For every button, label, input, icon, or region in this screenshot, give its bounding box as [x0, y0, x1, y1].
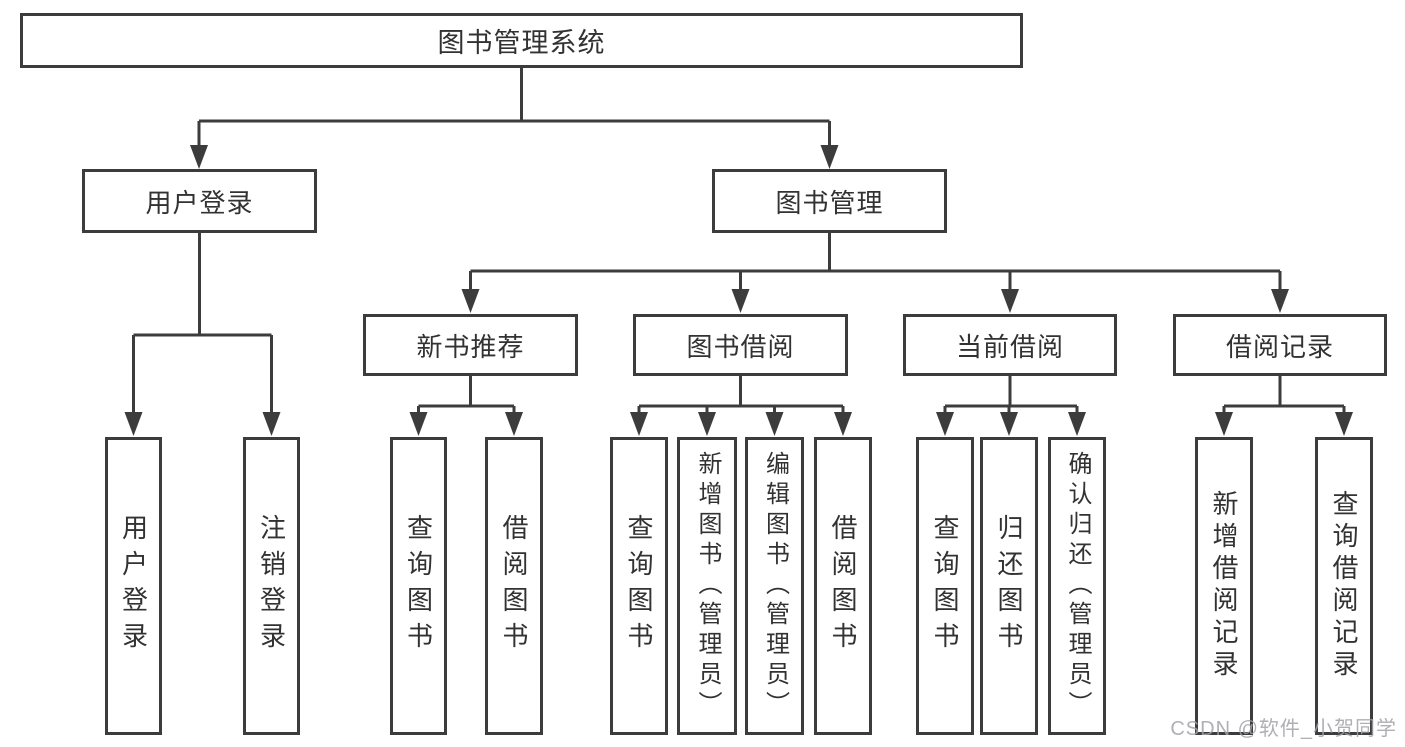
leaf-query-books-1: 查询图书 [390, 437, 447, 735]
leaf-borrow-books-1: 借阅图书 [485, 437, 543, 735]
node-label: 图书管理 [775, 187, 884, 218]
leaf-add-book-admin: 新增图书（管理员） [677, 437, 737, 735]
node-label: 查询图书 [930, 514, 960, 658]
node-label: 新增借阅记录 [1209, 490, 1239, 682]
leaf-query-books-3: 查询图书 [916, 437, 974, 735]
node-label: 归还图书 [994, 514, 1024, 658]
node-user-login: 用户登录 [82, 169, 317, 233]
leaf-confirm-return-admin: 确认归还（管理员） [1048, 437, 1106, 735]
node-label: 用户登录 [145, 187, 254, 218]
leaf-borrow-books-2: 借阅图书 [814, 437, 872, 735]
node-book-borrow: 图书借阅 [633, 314, 848, 376]
leaf-logout: 注销登录 [243, 437, 300, 735]
node-book-management: 图书管理 [712, 169, 947, 233]
node-label: 图书借阅 [686, 331, 795, 362]
node-borrow-records: 借阅记录 [1173, 314, 1387, 376]
node-label: 借阅记录 [1225, 331, 1334, 362]
csdn-watermark: CSDN @软件_小贺同学 [1170, 718, 1397, 740]
node-label: 新增图书（管理员） [694, 451, 721, 721]
node-label: 新书推荐 [416, 331, 525, 362]
node-current-borrow: 当前借阅 [903, 314, 1117, 376]
arrowheads [124, 145, 1353, 436]
node-label: 借阅图书 [499, 514, 529, 658]
leaf-edit-book-admin: 编辑图书（管理员） [745, 437, 804, 735]
leaf-user-login: 用户登录 [105, 437, 162, 735]
node-label: 编辑图书（管理员） [761, 451, 789, 721]
node-label: 确认归还（管理员） [1064, 451, 1091, 721]
node-label: 当前借阅 [955, 331, 1064, 362]
node-label: 查询图书 [624, 514, 654, 658]
node-new-book-recommend: 新书推荐 [363, 314, 578, 376]
node-label: 注销登录 [256, 514, 287, 658]
node-library-management-system: 图书管理系统 [20, 13, 1023, 68]
leaf-query-books-2: 查询图书 [610, 437, 668, 735]
node-label: 图书管理系统 [437, 28, 606, 58]
leaf-query-borrow-record: 查询借阅记录 [1315, 437, 1373, 735]
leaf-return-books: 归还图书 [980, 437, 1038, 735]
leaf-add-borrow-record: 新增借阅记录 [1195, 437, 1253, 735]
node-label: 查询借阅记录 [1329, 490, 1359, 682]
node-label: 用户登录 [118, 514, 149, 658]
node-label: 借阅图书 [828, 514, 858, 658]
node-label: 查询图书 [403, 514, 434, 658]
